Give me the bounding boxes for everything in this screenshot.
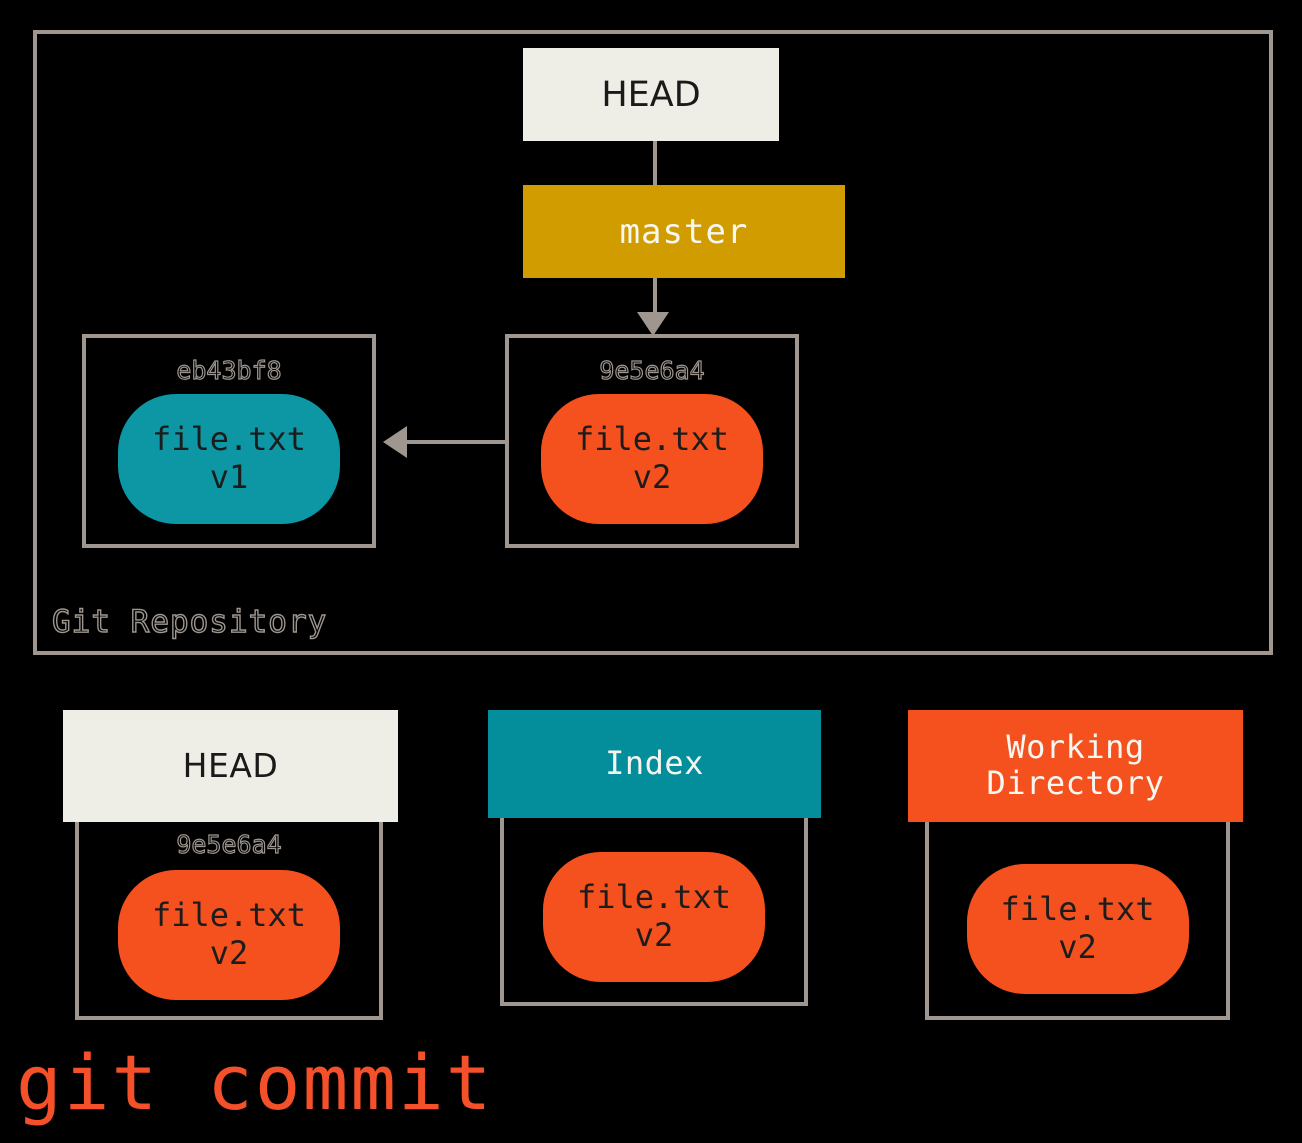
area-header-working-directory-line2: Directory — [986, 764, 1165, 802]
commit-hash-label: 9e5e6a4 — [599, 355, 706, 385]
repo-branch-master-label: master — [619, 211, 749, 252]
blob-filename: file.txt — [576, 878, 732, 917]
area-body-head: 9e5e6a4 file.txt v2 — [75, 822, 383, 1020]
git-repository-label: Git Repository — [51, 603, 328, 640]
blob-version: v2 — [632, 458, 672, 496]
blob-version: v2 — [209, 934, 249, 972]
blob-filename: file.txt — [151, 420, 307, 459]
area-header-head: HEAD — [63, 710, 398, 822]
file-blob-v2: file.txt v2 — [541, 394, 763, 524]
area-header-index: Index — [488, 710, 821, 818]
file-blob-v2: file.txt v2 — [543, 852, 765, 982]
area-header-working-directory-line1: Working — [1006, 728, 1145, 767]
git-repository-frame — [33, 30, 1273, 655]
commit-hash-label: eb43bf8 — [176, 355, 283, 385]
area-header-working-directory: Working Directory — [908, 710, 1243, 822]
arrow-left-icon — [383, 426, 407, 458]
blob-version: v2 — [634, 916, 674, 954]
blob-version: v1 — [209, 458, 249, 496]
file-blob-v1: file.txt v1 — [118, 394, 340, 524]
area-head-hash-label: 9e5e6a4 — [176, 829, 283, 859]
connector-head-to-master — [653, 141, 657, 185]
area-header-index-label: Index — [605, 744, 704, 783]
repo-branch-master-box: master — [523, 185, 845, 278]
area-header-head-label: HEAD — [182, 745, 279, 785]
commit-node-9e5e6a4: 9e5e6a4 file.txt v2 — [505, 334, 799, 548]
blob-filename: file.txt — [574, 420, 730, 459]
arrow-down-icon — [637, 312, 669, 336]
area-body-working-directory: file.txt v2 — [925, 822, 1230, 1020]
repo-head-label: HEAD — [601, 74, 701, 115]
diagram-caption: git commit — [16, 1038, 494, 1127]
blob-version: v2 — [1058, 928, 1097, 966]
connector-commit-to-parent — [403, 440, 507, 444]
file-blob-v2: file.txt v2 — [966, 864, 1189, 994]
area-body-index: file.txt v2 — [500, 818, 808, 1006]
connector-master-to-commit — [653, 278, 657, 314]
file-blob-v2: file.txt v2 — [118, 870, 340, 1000]
commit-node-eb43bf8: eb43bf8 file.txt v1 — [82, 334, 376, 548]
blob-filename: file.txt — [151, 896, 307, 935]
repo-head-box: HEAD — [523, 48, 779, 141]
blob-filename: file.txt — [1000, 890, 1155, 929]
